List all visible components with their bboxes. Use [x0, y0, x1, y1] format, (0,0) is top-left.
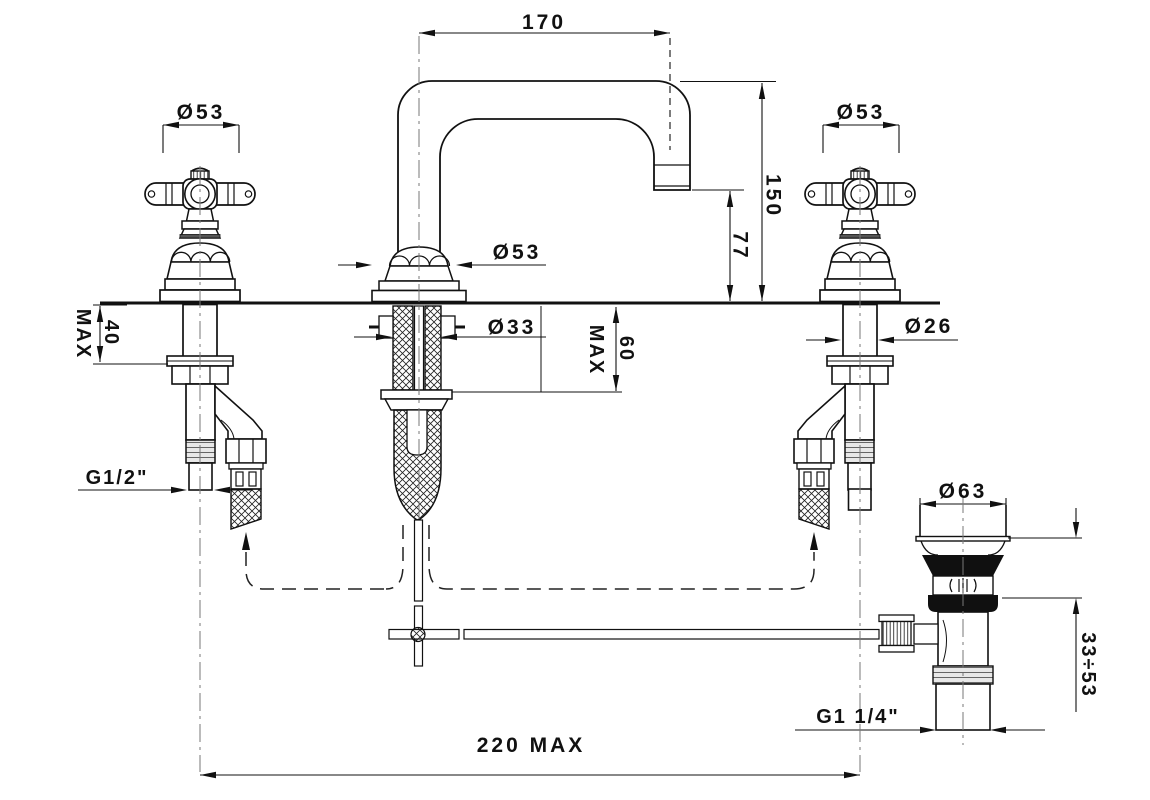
- drain-knob-rim-bottom: [878, 644, 915, 653]
- label-shank-diameter: Ø33: [488, 316, 537, 339]
- shank-thread-right: [424, 305, 442, 391]
- label-valve-shank-diameter: Ø26: [905, 315, 954, 338]
- spout-outline: [397, 80, 691, 253]
- label-max-left: MAX: [72, 309, 94, 359]
- label-drain-flange-diameter: Ø63: [939, 480, 988, 503]
- lever-arm-right: [463, 628, 880, 640]
- mounting-lug-left: [378, 315, 394, 339]
- left-valve-under-deck: [166, 303, 267, 530]
- label-handle-diameter-right: Ø53: [837, 101, 886, 124]
- label-drain-clamp-range: 33÷53: [1077, 632, 1099, 697]
- drain-knob-rim-top: [878, 614, 915, 623]
- popup-drain-assembly: [878, 505, 1011, 731]
- label-spout-height: 150: [762, 174, 785, 218]
- right-valve-mirrored: [793, 303, 894, 530]
- lever-pivot: [410, 626, 426, 643]
- label-supply-thread: G1/2": [86, 467, 149, 489]
- spout: [371, 80, 691, 303]
- drain-band-detail: [949, 578, 977, 593]
- centerlines: [199, 36, 964, 772]
- shank-rod-slot: [406, 409, 428, 456]
- dim-3353-lines: [1002, 508, 1082, 712]
- popup-waste-linkage: [388, 519, 880, 667]
- label-handle-diameter-left: Ø53: [177, 101, 226, 124]
- dim-d53-left: [162, 124, 240, 153]
- drain-neck-curves: [920, 540, 1006, 556]
- hidden-sink-outline: [245, 525, 815, 590]
- spout-shank-assembly: [369, 305, 465, 521]
- shank-path-left: [385, 525, 404, 590]
- hose-path-right: [428, 525, 815, 590]
- label-handle-spacing: 220 MAX: [477, 734, 586, 757]
- label-outlet-height: 77: [729, 231, 752, 260]
- popup-rod-mid: [413, 519, 424, 602]
- shank-lower-thread: [393, 409, 442, 521]
- drain-flange-sides: [919, 505, 1007, 537]
- label-max-left-value: 40: [100, 320, 122, 346]
- shank-thread-left: [392, 305, 414, 391]
- flow-arrow-right: [810, 532, 818, 550]
- dim-d53-right: [822, 124, 900, 153]
- dimension-linework: [78, 32, 1082, 776]
- label-drain-thread: G1 1/4": [816, 706, 900, 728]
- aerator-band: [654, 164, 690, 187]
- drain-knurled-knob: [881, 620, 912, 647]
- label-spout-reach: 170: [522, 11, 566, 34]
- dimension-arrowheads: [96, 29, 1080, 779]
- mounting-nut: [383, 398, 450, 411]
- label-max-center: MAX: [585, 325, 607, 375]
- hose-path-left: [245, 552, 384, 590]
- label-spout-base-diameter: Ø53: [493, 241, 542, 264]
- mounting-washer: [380, 389, 453, 400]
- drain-body-curve: [942, 619, 947, 663]
- label-max-center-value: 60: [615, 336, 637, 362]
- flow-arrow-left: [242, 532, 250, 550]
- right-valve-under-deck: [793, 303, 894, 530]
- drain-knob-stub: [913, 623, 939, 645]
- dimension-labels: 170 Ø53 Ø53 150 77 Ø53 Ø33 MAX 40 MAX 60…: [72, 11, 1099, 757]
